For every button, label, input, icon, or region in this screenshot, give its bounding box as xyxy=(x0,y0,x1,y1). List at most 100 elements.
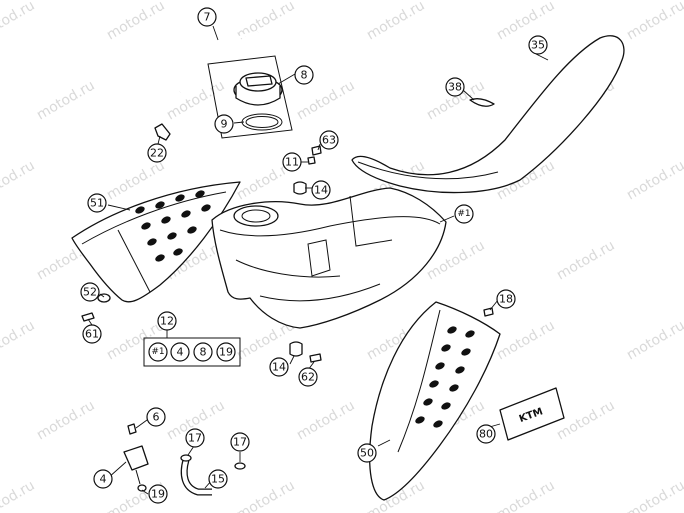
washer-bolt-parts xyxy=(81,293,111,322)
svg-text:15: 15 xyxy=(211,473,225,486)
callout-7: 7 xyxy=(197,7,217,27)
callout-35: 35 xyxy=(528,35,548,55)
vent-hole xyxy=(447,326,457,334)
svg-text:19: 19 xyxy=(219,346,233,359)
watermark-text: motod.ru xyxy=(0,477,38,513)
callout-4: 4 xyxy=(93,469,113,489)
part-group-box xyxy=(143,330,241,367)
callout-14-top: 14 xyxy=(311,180,331,200)
vent-hole xyxy=(455,366,465,374)
watermark-text: motod.ru xyxy=(0,157,38,203)
callout-15: 15 xyxy=(208,469,228,489)
callout-12: 12 xyxy=(157,311,177,331)
svg-text:38: 38 xyxy=(448,81,462,94)
watermark-text: motod.ru xyxy=(554,237,618,283)
fuel-hose-part xyxy=(180,454,246,496)
svg-text:52: 52 xyxy=(83,286,97,299)
svg-text:18: 18 xyxy=(499,293,513,306)
svg-text:17: 17 xyxy=(233,436,247,449)
watermark-text: motod.ru xyxy=(364,0,428,43)
vent-hole xyxy=(167,232,177,240)
svg-text:61: 61 xyxy=(85,328,99,341)
watermark-text: motod.ru xyxy=(494,0,558,43)
callout-80: 80 xyxy=(476,424,496,444)
right-shroud-part xyxy=(369,301,501,501)
callout-61: 61 xyxy=(82,324,102,344)
vent-hole xyxy=(175,194,185,202)
callout-11: 11 xyxy=(282,152,302,172)
callout-52: 52 xyxy=(80,282,100,302)
callout-62: 62 xyxy=(298,367,318,387)
svg-text:8: 8 xyxy=(301,69,308,82)
callout-22: 22 xyxy=(147,143,167,163)
svg-text:22: 22 xyxy=(150,147,164,160)
watermark-text: motod.ru xyxy=(624,157,684,203)
watermark-text: motod.ru xyxy=(494,317,558,363)
svg-text:12: 12 xyxy=(160,315,174,328)
vent-hole xyxy=(135,206,145,214)
fuel-cap-part xyxy=(207,55,293,139)
callout-19: 19 xyxy=(148,484,168,504)
svg-text:4: 4 xyxy=(100,473,107,486)
svg-text:14: 14 xyxy=(272,361,286,374)
watermark-text: motod.ru xyxy=(494,477,558,513)
vent-hole xyxy=(461,348,471,356)
ktm-decal-part: KTM xyxy=(499,387,565,441)
left-shroud-part xyxy=(71,181,241,303)
callout-51: 51 xyxy=(87,193,107,213)
vent-hole xyxy=(415,416,425,424)
seat-part xyxy=(351,35,625,194)
svg-text:35: 35 xyxy=(531,39,545,52)
vent-hole xyxy=(155,201,165,209)
svg-text:9: 9 xyxy=(221,118,228,131)
callout-8: 8 xyxy=(294,65,314,85)
callout-63: 63 xyxy=(319,130,339,150)
svg-text:14: 14 xyxy=(314,184,328,197)
shroud-vents xyxy=(135,190,211,262)
watermark-text: motod.ru xyxy=(294,397,358,443)
watermark-text: motod.ru xyxy=(624,0,684,43)
elbow-fitting-part xyxy=(154,123,171,141)
callout-layer: 7 8 9 35 38 22 63 11 14 51 #1 52 61 12 #… xyxy=(80,7,548,504)
vent-hole xyxy=(195,190,205,198)
right-small-parts xyxy=(289,307,494,363)
vent-hole xyxy=(433,420,443,428)
watermark-text: motod.ru xyxy=(0,0,38,43)
group-callout-8: 8 xyxy=(193,342,213,362)
vent-hose-part xyxy=(178,30,259,93)
watermark-text: motod.ru xyxy=(34,77,98,123)
vent-hole xyxy=(147,238,157,246)
svg-text:#1: #1 xyxy=(151,347,164,357)
vent-hole xyxy=(441,402,451,410)
callout-38: 38 xyxy=(445,77,465,97)
vent-hole xyxy=(187,226,197,234)
svg-text:8: 8 xyxy=(200,346,207,359)
group-callout-1: #1 xyxy=(148,342,168,362)
callout-50: 50 xyxy=(357,443,377,463)
fuel-tap-part xyxy=(123,423,149,492)
vent-hole xyxy=(429,380,439,388)
svg-text:17: 17 xyxy=(188,432,202,445)
vent-hole xyxy=(181,210,191,218)
vent-hole xyxy=(441,344,451,352)
vent-hole xyxy=(465,330,475,338)
watermark-text: motod.ru xyxy=(0,317,38,363)
callout-9: 9 xyxy=(214,114,234,134)
watermark-text: motod.ru xyxy=(234,477,298,513)
vent-hole xyxy=(449,384,459,392)
group-callout-4: 4 xyxy=(170,342,190,362)
svg-text:19: 19 xyxy=(151,488,165,501)
watermark-text: motod.ru xyxy=(624,477,684,513)
svg-text:62: 62 xyxy=(301,371,315,384)
svg-text:80: 80 xyxy=(479,428,493,441)
vent-hole xyxy=(161,216,171,224)
watermark-text: motod.ru xyxy=(104,157,168,203)
svg-text:4: 4 xyxy=(177,346,184,359)
vent-hole xyxy=(141,222,151,230)
svg-text:7: 7 xyxy=(204,11,211,24)
group-callout-19: 19 xyxy=(216,342,236,362)
vent-hole xyxy=(423,398,433,406)
svg-text:50: 50 xyxy=(360,447,374,460)
svg-text:63: 63 xyxy=(322,134,336,147)
